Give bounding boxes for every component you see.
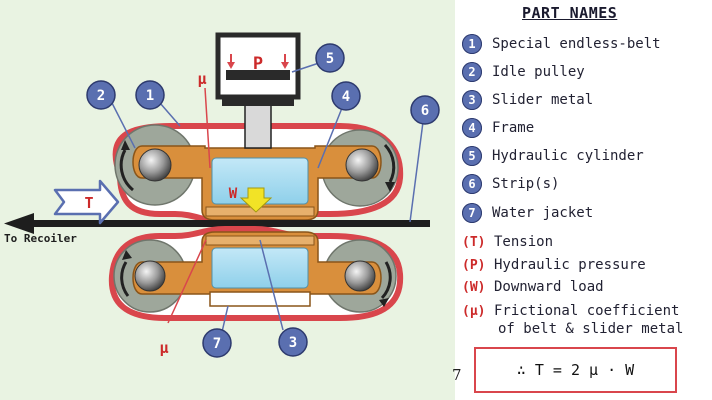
page-number: 7 [452,366,462,384]
cylinder-piston [226,70,290,80]
legend-symbol-p: (P) [462,257,486,273]
lower-left-idle-pulley [134,260,166,292]
lower-water-jacket [211,247,309,289]
pressure-arrow-left [227,62,235,69]
legend-text-pressure: Hydraulic pressure [494,257,646,273]
legend-text-6: Strip(s) [492,176,560,192]
legend-badge-3: 3 [462,90,482,110]
legend-text-load: Downward load [494,279,604,295]
callout-5: 5 [315,43,345,73]
legend-symbol-w: (W) [462,279,486,295]
piston-rod [244,103,272,149]
upper-left-rotation-arrow [119,149,134,192]
legend-text-7: Water jacket [492,205,594,221]
callout-3-label: 3 [289,335,297,351]
legend-text-friction: Frictional coefficient [494,303,680,319]
upper-right-idle-pulley [345,148,379,182]
legend-item-frame: 4 Frame [462,116,534,140]
callout-1-label: 1 [146,88,154,104]
legend-symbol-t: (T) [462,234,486,250]
upper-left-idle-pulley [138,148,172,182]
legend-badge-2: 2 [462,62,482,82]
pressure-label: P [253,54,263,74]
load-arrow [239,187,273,213]
callout-7-label: 7 [213,336,221,352]
lower-base-block [209,291,311,307]
lower-right-rotation-arrowhead [379,298,389,307]
callout-3: 3 [278,327,308,357]
lower-right-rotation-arrow [380,261,392,300]
leader-lines [111,61,424,333]
upper-right-rotation-arrowhead [385,182,395,192]
callout-2: 2 [86,80,116,110]
tension-label: T [84,194,93,212]
callout-1: 1 [135,80,165,110]
legend-text-2: Idle pulley [492,64,585,80]
callout-5-label: 5 [326,51,334,67]
legend-badge-1: 1 [462,34,482,54]
load-label: W [229,186,238,202]
callout-2-label: 2 [97,88,105,104]
legend-text-3: Slider metal [492,92,594,108]
legend-badge-4: 4 [462,118,482,138]
legend-text-friction-continuation: of belt & slider metal [498,321,684,337]
callout-4: 4 [331,81,361,111]
legend-badge-6: 6 [462,174,482,194]
legend-text-5: Hydraulic cylinder [492,148,644,164]
legend-item-strips: 6 Strip(s) [462,172,559,196]
lower-left-rotation-arrowhead [122,250,132,260]
formula-text: ∴ T = 2 μ · W [516,361,635,379]
upper-left-rotation-arrowhead [121,140,130,150]
legend-badge-7: 7 [462,203,482,223]
legend-item-water-jacket: 7 Water jacket [462,201,593,225]
legend-item-downward-load: (W) Downward load [462,275,604,299]
part-names-legend: PART NAMES 1 Special endless-belt 2 Idle… [462,0,712,400]
callout-7: 7 [202,328,232,358]
mu-label-top: μ [197,70,206,88]
legend-symbol-mu: (μ) [462,303,486,319]
legend-item-slider-metal: 3 Slider metal [462,88,593,112]
strip [30,220,430,227]
hydraulic-cylinder [215,32,301,149]
lower-right-idle-pulley [344,260,376,292]
legend-item-tension: (T) Tension [462,230,553,254]
legend-badge-5: 5 [462,146,482,166]
upper-right-rotation-arrow [383,143,396,183]
callout-4-label: 4 [342,89,350,105]
legend-item-hydraulic-pressure: (P) Hydraulic pressure [462,253,646,277]
belt-bridle-diagram: 1 2 3 4 5 6 7 μ μ P W T To Recoiler [0,0,455,400]
legend-text-1: Special endless-belt [492,36,661,52]
legend-text-4: Frame [492,120,535,136]
mu-leader-lines [167,87,211,324]
callout-6: 6 [410,95,440,125]
legend-title: PART NAMES [522,4,618,22]
legend-item-frictional-coefficient: (μ) Frictional coefficient [462,299,679,323]
strip-arrowhead [4,213,34,234]
callout-6-label: 6 [421,103,429,119]
formula-box: ∴ T = 2 μ · W [474,347,677,393]
legend-item-special-endless-belt: 1 Special endless-belt [462,32,661,56]
mu-label-bottom: μ [159,339,168,357]
recoiler-label: To Recoiler [4,232,77,245]
legend-item-hydraulic-cylinder: 5 Hydraulic cylinder [462,144,644,168]
lower-belt-unit [108,226,404,321]
lower-left-rotation-arrow [120,261,130,297]
pressure-arrow-right [281,62,289,69]
tension-arrow [53,179,120,225]
legend-item-idle-pulley: 2 Idle pulley [462,60,585,84]
legend-text-tension: Tension [494,234,554,250]
